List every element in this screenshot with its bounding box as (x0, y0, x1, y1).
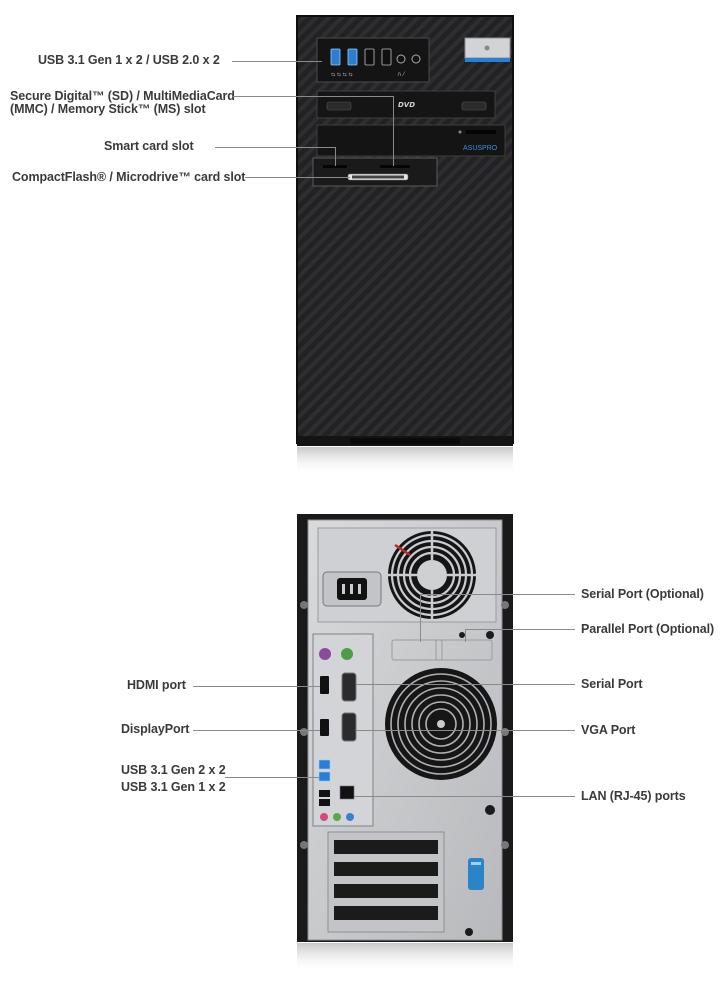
usb-3-gen1-port-icon (319, 790, 330, 797)
hdmi-port-icon (320, 676, 329, 694)
svg-text:ASUSPRO: ASUSPRO (463, 145, 498, 152)
usb-3-port-1-icon (330, 48, 341, 66)
svg-text:DVD: DVD (398, 101, 415, 109)
smart-card-bay (316, 124, 506, 157)
leader-compactflash (245, 177, 350, 178)
usb-2-port-2-icon (381, 48, 392, 66)
usb-3-gen2-port-icon (318, 759, 331, 770)
leader-displayport (193, 730, 320, 731)
headphone-jack-icon (396, 54, 406, 64)
serial-knockout (391, 639, 443, 661)
parallel-knockout (435, 639, 493, 661)
leader-vga (356, 730, 575, 731)
audio-line-in-icon (346, 813, 354, 821)
leader-lan (354, 796, 575, 797)
leader-hdmi (193, 686, 320, 687)
expansion-slot-3 (334, 884, 438, 898)
leader-sd (233, 96, 393, 97)
front-reflection (297, 447, 513, 475)
callout-hdmi: HDMI port (127, 678, 186, 692)
leader-serial (356, 684, 575, 685)
lan-port-icon (339, 785, 355, 800)
audio-mic-jack-icon (320, 813, 328, 821)
callout-serial: Serial Port (581, 677, 643, 691)
callout-parallel-optional: Parallel Port (Optional) (581, 622, 715, 636)
callout-serial-optional: Serial Port (Optional) (581, 587, 704, 601)
callout-usb-gen1: USB 3.1 Gen 1 x 2 (121, 780, 226, 794)
ms-slot (380, 165, 410, 168)
callout-sd-line1: Secure Digital™ (SD) / MultiMediaCard (10, 89, 235, 103)
callout-usb-gen2: USB 3.1 Gen 2 x 2 (121, 763, 226, 777)
callout-smart-card: Smart card slot (104, 139, 194, 153)
expansion-slot-1 (334, 840, 438, 854)
callout-vga: VGA Port (581, 723, 636, 737)
ps2-keyboard-port-icon (319, 648, 331, 660)
callout-displayport: DisplayPort (121, 722, 190, 736)
vga-port-icon (341, 712, 357, 742)
expansion-slot-4 (334, 906, 438, 920)
rear-tower (297, 514, 513, 973)
side-panel-latch (468, 858, 484, 890)
callout-lan: LAN (RJ-45) ports (581, 789, 686, 803)
leader-usb-front (232, 61, 322, 62)
callout-usb-front: USB 3.1 Gen 1 x 2 / USB 2.0 x 2 (38, 53, 220, 67)
leader-parallel-optional (465, 629, 575, 630)
eject-button (326, 101, 352, 111)
screw-icon (300, 601, 308, 609)
rear-reflection (297, 943, 513, 973)
expansion-slot-2 (334, 862, 438, 876)
displayport-icon (320, 719, 329, 736)
svg-text:∩ ⁄: ∩ ⁄ (397, 71, 406, 78)
leader-smart-card (215, 147, 335, 148)
ps2-mouse-port-icon (341, 648, 353, 660)
front-tower: ⇆ ⇆ ⇆ ⇆ ∩ ⁄ DVD ASUSPRO (296, 15, 514, 475)
leader-serial-optional (420, 594, 575, 595)
leader-usb-rear (225, 777, 319, 778)
serial-port-icon (341, 672, 357, 702)
callout-compactflash: CompactFlash® / Microdrive™ card slot (12, 170, 246, 184)
power-led-strip (465, 58, 510, 62)
callout-sd-line2: (MMC) / Memory Stick™ (MS) slot (10, 102, 206, 116)
front-case-body (297, 16, 513, 443)
svg-text:⇆ ⇆ ⇆ ⇆: ⇆ ⇆ ⇆ ⇆ (331, 72, 353, 78)
mic-jack-icon (411, 54, 421, 64)
card-reader-bay (312, 157, 438, 187)
audio-line-out-icon (333, 813, 341, 821)
sd-slot (323, 165, 347, 168)
smart-card-slot (466, 130, 496, 134)
usb-2-port-1-icon (364, 48, 375, 66)
usb-3-port-2-icon (347, 48, 358, 66)
